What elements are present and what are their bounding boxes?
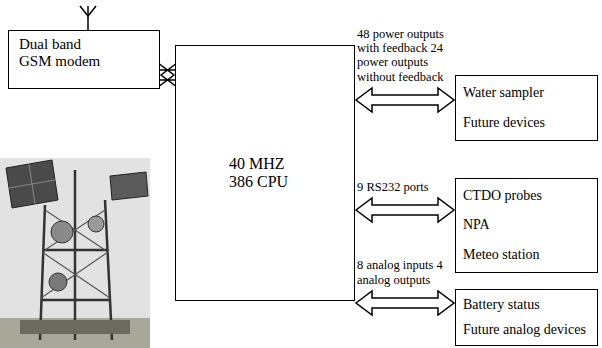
node-text: NPA <box>463 217 590 233</box>
device-box: Water samplerFuture devices <box>455 75 598 141</box>
block-arrow <box>356 88 454 112</box>
block-arrow <box>356 198 454 222</box>
node-text: 40 MHZ 386 CPU <box>229 155 301 192</box>
cpu-box: 40 MHZ 386 CPU <box>175 45 355 301</box>
block-arrow <box>356 291 454 315</box>
device-box: Battery statusFuture analog devices <box>455 289 598 346</box>
modem-box: Dual band GSM modem <box>8 30 160 89</box>
node-text: Dual band GSM modem <box>19 36 107 71</box>
edge-label: 9 RS232 ports <box>357 180 453 194</box>
device-box: CTDO probesNPA Meteo station <box>455 178 598 273</box>
node-text: Future devices <box>463 115 590 131</box>
node-text: Meteo station <box>463 247 590 263</box>
node-text: Water sampler <box>463 85 590 101</box>
node-text: CTDO probes <box>463 188 590 204</box>
antenna-symbol <box>80 6 96 30</box>
buoy-photo <box>0 158 150 348</box>
node-text: Battery status <box>463 297 590 313</box>
edge-label: 8 analog inputs 4 analog outputs <box>357 258 453 287</box>
node-text: Future analog devices <box>463 322 590 338</box>
edge-label: 48 power outputs with feedback 24 power … <box>357 27 453 85</box>
